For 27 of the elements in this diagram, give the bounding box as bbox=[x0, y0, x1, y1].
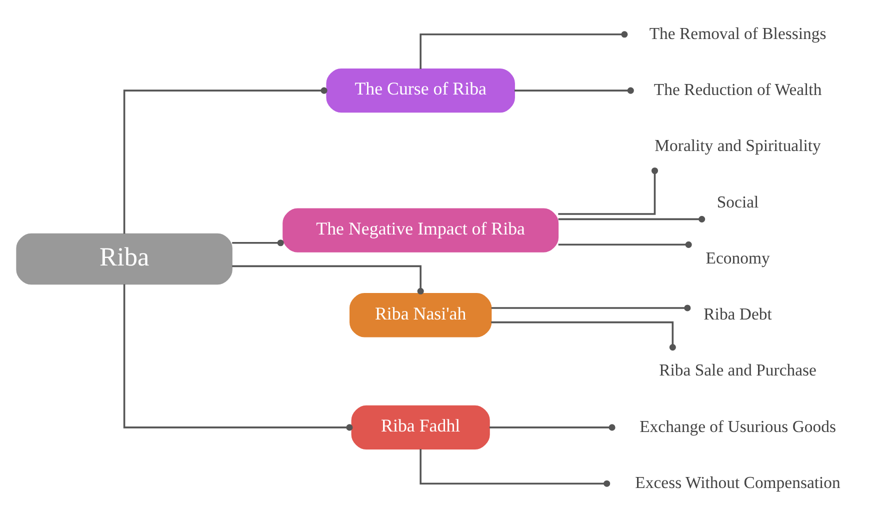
connector bbox=[489, 424, 616, 431]
node-text: Riba Debt bbox=[704, 304, 772, 324]
connector bbox=[558, 167, 658, 215]
node-box: Riba bbox=[16, 233, 232, 285]
connector bbox=[232, 265, 424, 294]
connector bbox=[558, 216, 706, 222]
connector bbox=[123, 284, 353, 431]
node-text: Exchange of Usurious Goods bbox=[640, 416, 836, 436]
node-text: Excess Without Compensation bbox=[635, 473, 840, 492]
connector bbox=[491, 321, 676, 351]
connector bbox=[491, 304, 691, 312]
node-text: The Reduction of Wealth bbox=[654, 80, 822, 99]
node-box: The Negative Impact of Riba bbox=[282, 208, 559, 252]
node-box: Riba Fadhl bbox=[351, 405, 490, 450]
node-box: The Curse of Riba bbox=[326, 68, 515, 113]
connector bbox=[420, 449, 610, 487]
node-text: Riba Sale and Purchase bbox=[659, 360, 816, 380]
connector bbox=[420, 31, 628, 69]
node-text: The Removal of Blessings bbox=[649, 24, 826, 43]
connector bbox=[558, 241, 692, 248]
node-text: Economy bbox=[706, 248, 770, 268]
connector bbox=[232, 240, 284, 246]
connector bbox=[123, 87, 328, 234]
node-text: Social bbox=[716, 192, 759, 212]
node-text: Morality and Spirituality bbox=[654, 136, 821, 156]
connector bbox=[514, 87, 634, 94]
node-box: Riba Nasi'ah bbox=[350, 293, 492, 338]
